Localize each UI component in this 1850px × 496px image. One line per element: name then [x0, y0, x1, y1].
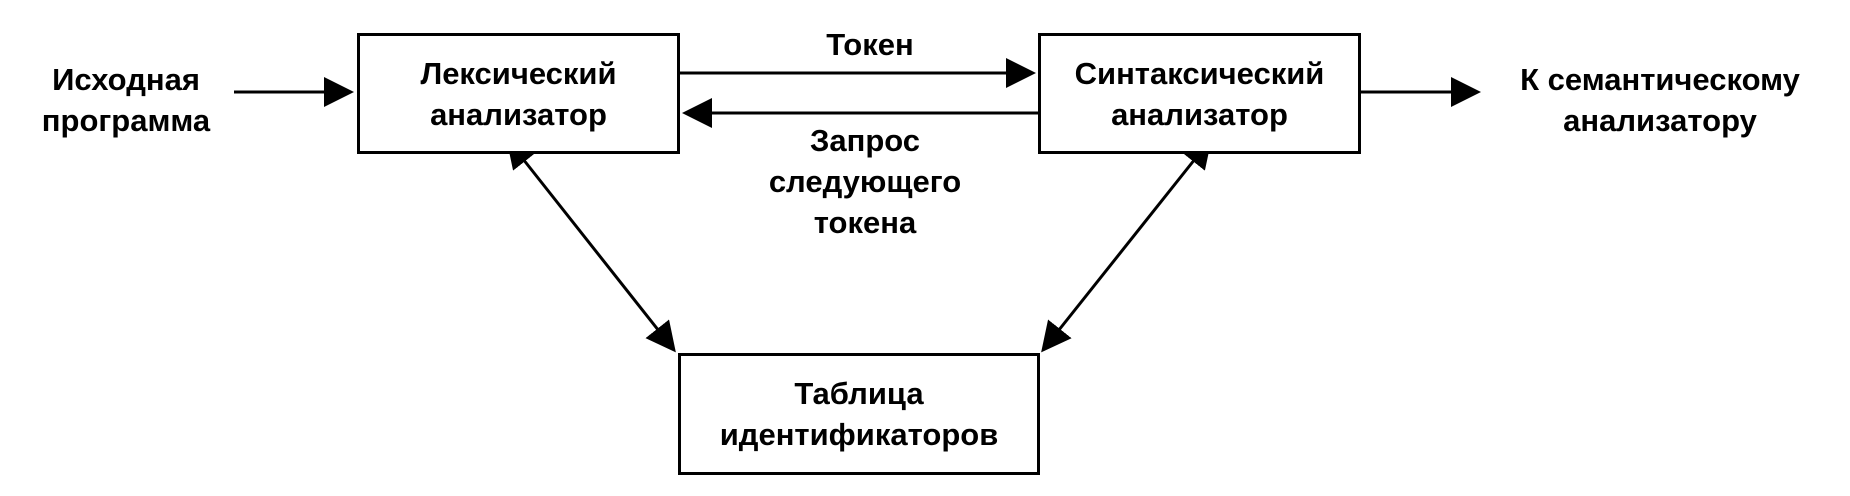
syntax-analyzer-line-1: Синтаксический — [1074, 55, 1325, 91]
semantic-analyzer-line-2: анализатору — [1563, 103, 1757, 138]
identifier-table-line-2: идентификаторов — [719, 417, 999, 452]
lexical-analyzer-line-1: Лексический — [420, 55, 617, 91]
semantic-analyzer-line-1: К семантическому — [1520, 62, 1800, 97]
next-token-request-line-2: следующего — [768, 164, 962, 199]
next-token-request-line-3: токена — [813, 205, 917, 240]
lexical-analyzer-box: Лексический анализатор — [357, 33, 680, 154]
token-label: Токен — [800, 24, 940, 65]
lexical-analyzer-line-2: анализатор — [430, 96, 607, 132]
source-program-line-1: Исходная — [52, 62, 200, 97]
source-program-line-2: программа — [41, 103, 211, 138]
syntax-analyzer-label: Синтаксический анализатор — [1075, 53, 1325, 135]
syntax-analyzer-line-2: анализатор — [1111, 96, 1288, 132]
syntax-analyzer-box: Синтаксический анализатор — [1038, 33, 1361, 154]
source-program-label: Исходная программа — [26, 59, 226, 141]
identifier-table-box: Таблица идентификаторов — [678, 353, 1040, 475]
arrow-lexer-table-bidirectional — [506, 137, 676, 353]
semantic-analyzer-label: К семантическому анализатору — [1485, 59, 1835, 141]
token-text: Токен — [826, 27, 914, 62]
identifier-table-line-1: Таблица — [794, 376, 924, 411]
arrow-parser-table-bidirectional — [1041, 137, 1212, 353]
next-token-request-label: Запрос следующего токена — [730, 120, 1000, 243]
lexical-analyzer-label: Лексический анализатор — [420, 53, 616, 135]
next-token-request-line-1: Запрос — [809, 123, 921, 158]
identifier-table-label: Таблица идентификаторов — [720, 373, 999, 455]
